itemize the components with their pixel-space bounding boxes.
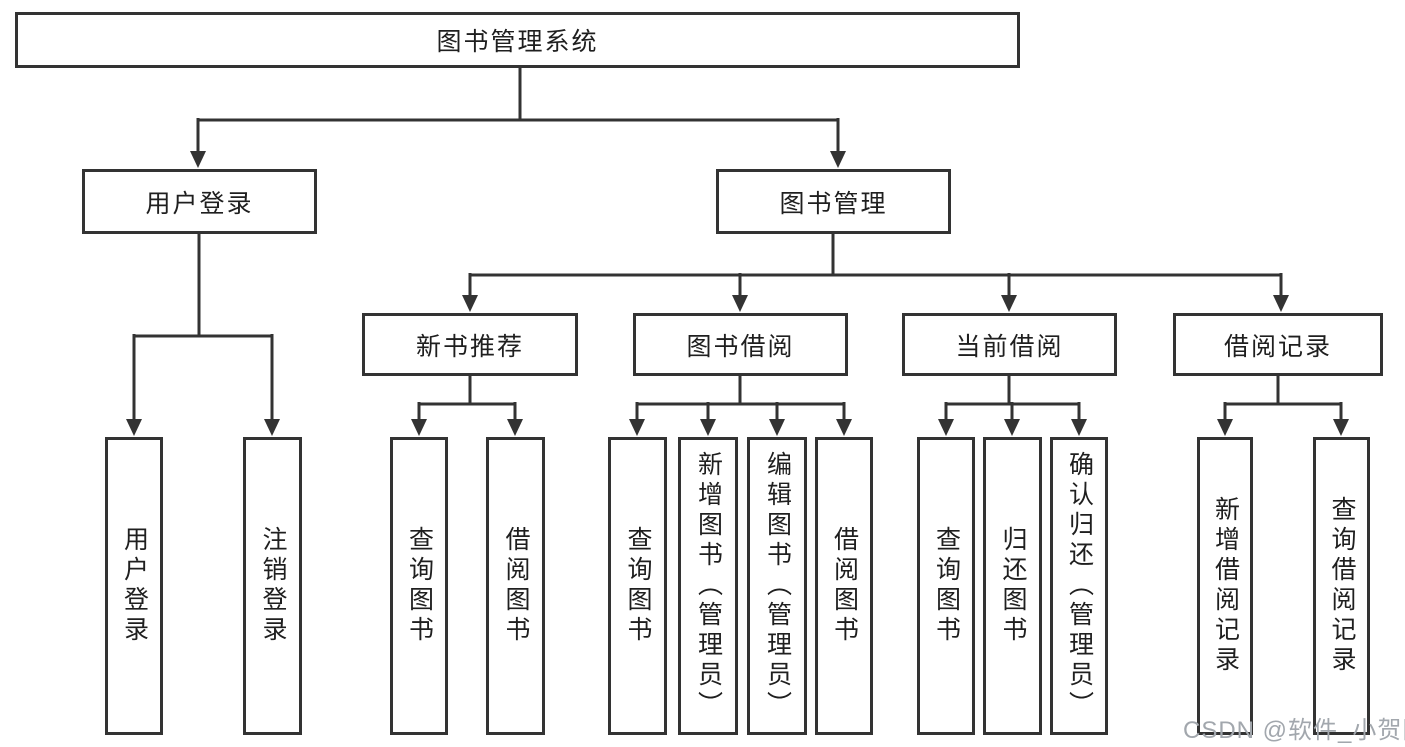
leaf-user-login: 用户登录	[105, 437, 163, 735]
leaf-add-borrow-record: 新增借阅记录	[1197, 437, 1253, 735]
leaf-confirm-return-admin: 确认归还（管理员）	[1050, 437, 1108, 735]
leaf-add-book-admin: 新增图书（管理员）	[678, 437, 738, 735]
node-label: 当前借阅	[955, 332, 1064, 361]
node-label: 查询图书	[624, 526, 652, 646]
node-current-borrow: 当前借阅	[902, 313, 1117, 376]
node-label: 新书推荐	[415, 332, 524, 361]
leaf-logout: 注销登录	[243, 437, 302, 735]
node-borrow-records: 借阅记录	[1173, 313, 1383, 376]
connector-borrow-branch	[635, 376, 846, 424]
connector-newbook-branch	[417, 376, 517, 424]
node-new-book-recommend: 新书推荐	[362, 313, 578, 376]
node-label: 归还图书	[999, 526, 1027, 646]
node-label: 编辑图书（管理员）	[763, 451, 792, 721]
connector-records-branch	[1223, 376, 1343, 424]
node-library-management-system: 图书管理系统	[15, 12, 1020, 68]
node-user-login: 用户登录	[82, 169, 317, 234]
node-label: 借阅图书	[830, 526, 859, 646]
leaf-query-books-current: 查询图书	[917, 437, 975, 735]
node-book-management: 图书管理	[716, 169, 951, 234]
node-label: 图书借阅	[686, 332, 795, 361]
node-label: 查询图书	[932, 526, 961, 646]
node-label: 查询图书	[405, 526, 434, 646]
leaf-edit-book-admin: 编辑图书（管理员）	[747, 437, 807, 735]
node-label: 新增图书（管理员）	[694, 451, 723, 721]
connector-mgmt-branch	[468, 234, 1283, 300]
arrowheads	[126, 151, 1349, 436]
leaf-query-books-recommend: 查询图书	[390, 437, 448, 735]
node-label: 用户登录	[145, 189, 254, 218]
node-label: 用户登录	[120, 526, 149, 646]
node-label: 确认归还（管理员）	[1065, 451, 1094, 721]
node-label: 新增借阅记录	[1211, 496, 1240, 676]
node-book-borrow: 图书借阅	[633, 313, 848, 376]
node-label: 借阅记录	[1223, 332, 1332, 361]
leaf-query-books-borrow: 查询图书	[608, 437, 667, 735]
node-label: 注销登录	[259, 526, 287, 646]
leaf-return-book: 归还图书	[983, 437, 1042, 735]
csdn-watermark: CSDN @软件_小贺同学	[1183, 717, 1405, 744]
node-label: 借阅图书	[502, 526, 530, 646]
connector-current-branch	[944, 376, 1081, 424]
leaf-query-borrow-record: 查询借阅记录	[1313, 437, 1370, 735]
connector-login-branch	[132, 234, 274, 424]
connector-root-trunk	[196, 68, 840, 156]
node-label: 查询借阅记录	[1328, 496, 1356, 676]
node-label: 图书管理	[779, 189, 888, 218]
node-label: 图书管理系统	[436, 28, 599, 56]
leaf-borrow-books-recommend: 借阅图书	[486, 437, 545, 735]
leaf-borrow-books: 借阅图书	[815, 437, 873, 735]
